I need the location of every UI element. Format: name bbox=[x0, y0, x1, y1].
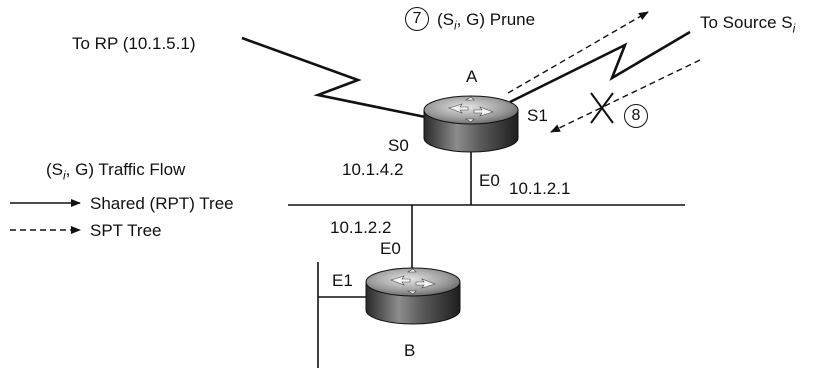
router-b-icon bbox=[365, 267, 461, 325]
legend-title-sub: i bbox=[63, 168, 66, 183]
to-rp-label: To RP (10.1.5.1) bbox=[72, 34, 196, 53]
router-b-e0-ip: 10.1.2.2 bbox=[330, 218, 392, 237]
router-a-e0-ip: 10.1.2.1 bbox=[509, 179, 571, 198]
router-a-e0-label: E0 bbox=[479, 171, 500, 190]
step-7-circle: 7 bbox=[405, 7, 429, 31]
legend-shared-tree-label: Shared (RPT) Tree bbox=[90, 194, 234, 213]
prune-dashed-arrow bbox=[507, 11, 649, 94]
to-source-label: To Source Si bbox=[700, 14, 795, 34]
legend-title: (Si, G) Traffic Flow bbox=[46, 161, 185, 181]
router-b-e1-label: E1 bbox=[332, 271, 353, 290]
serial-link-to-rp bbox=[241, 36, 441, 122]
router-b-e0-label: E0 bbox=[380, 239, 401, 258]
prune-label-sub: i bbox=[454, 18, 457, 33]
to-source-pre: To Source S bbox=[700, 13, 793, 32]
step-8-circle: 8 bbox=[624, 104, 648, 128]
legend-title-post: , G) Traffic Flow bbox=[65, 160, 186, 179]
router-a-label: A bbox=[466, 67, 478, 86]
prune-label-post: , G) Prune bbox=[456, 10, 536, 29]
prune-label-pre: (S bbox=[437, 10, 454, 29]
to-source-sub: i bbox=[792, 21, 796, 36]
router-b-label: B bbox=[404, 341, 416, 360]
prune-label: (Si, G) Prune bbox=[437, 11, 535, 31]
serial-link-to-source bbox=[509, 30, 691, 104]
legend-spt-tree-label: SPT Tree bbox=[90, 221, 162, 240]
router-a-s0-label: S0 bbox=[388, 136, 409, 155]
router-a-icon bbox=[423, 95, 519, 153]
router-a-s0-ip: 10.1.4.2 bbox=[342, 160, 404, 179]
blocked-x-mark bbox=[590, 92, 614, 124]
legend-title-pre: (S bbox=[46, 160, 63, 179]
router-a-s1-label: S1 bbox=[527, 106, 548, 125]
spt-traffic-dashed-arrow bbox=[550, 59, 701, 133]
